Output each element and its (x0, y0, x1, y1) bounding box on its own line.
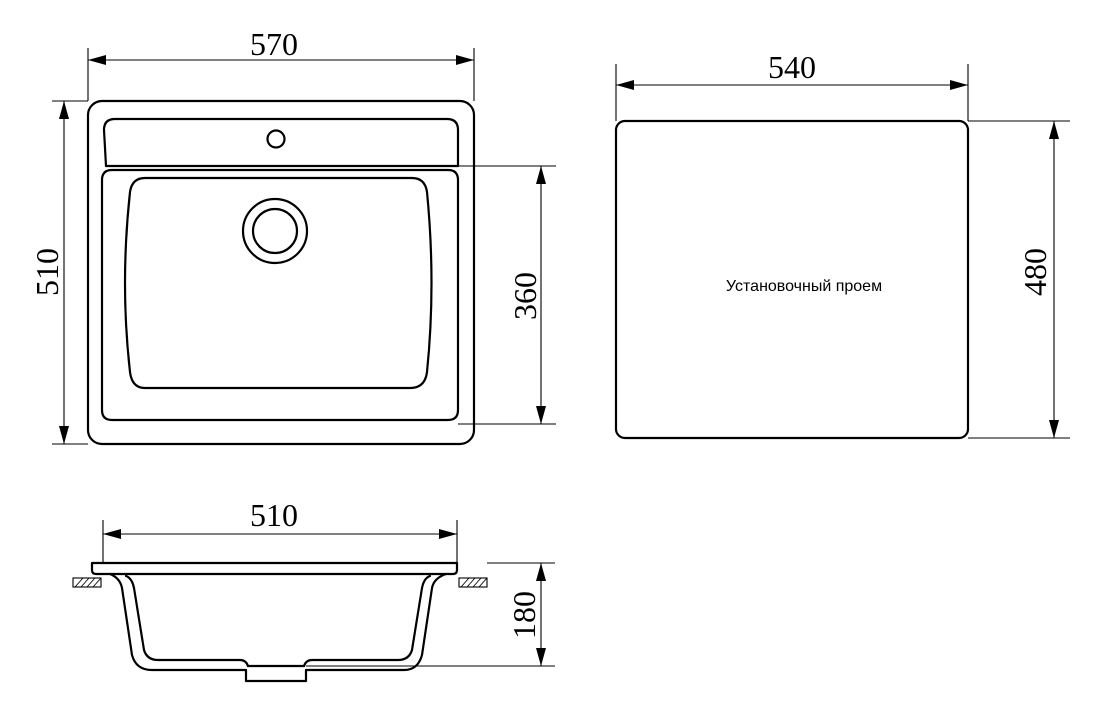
drain-outer (241, 197, 309, 265)
sink-top-view: 570 510 360 (29, 26, 556, 446)
dim-570-arrow-right (456, 55, 474, 65)
dim-180-arrow-bottom (536, 648, 546, 666)
dim-570-text: 570 (250, 26, 298, 62)
dim-180-text: 180 (506, 591, 542, 639)
sink-outer-rim (86, 99, 476, 446)
dim-360-arrow-bottom (536, 406, 546, 424)
countertop-right (458, 577, 488, 588)
section-outer-wall (108, 572, 448, 683)
dim-180-arrow-top (536, 563, 546, 581)
countertop-left (72, 577, 102, 588)
dim-510v-arrow-bottom (59, 426, 69, 444)
sink-deck-outline (102, 117, 460, 168)
dim-510v-arrow-top (59, 101, 69, 119)
dim-360-arrow-top (536, 166, 546, 184)
section-view: 510 180 (72, 497, 555, 683)
dim-510v-text: 510 (29, 248, 65, 296)
dim-540-arrow-left (616, 80, 634, 90)
dim-510h-arrow-left (103, 529, 121, 539)
cutout-view: Установочный проем 540 480 (614, 49, 1070, 440)
dim-360-text: 360 (507, 272, 543, 320)
sink-inner-rim (100, 168, 460, 422)
dim-480-arrow-top (1049, 121, 1059, 139)
sink-bowl (123, 176, 433, 390)
drain-inner (251, 207, 299, 255)
dim-480-text: 480 (1017, 248, 1053, 296)
dim-480-arrow-bottom (1049, 420, 1059, 438)
cutout-label: Установочный проем (726, 278, 882, 295)
section-rim (90, 561, 459, 576)
dim-540-arrow-right (950, 80, 968, 90)
dim-510h-text: 510 (250, 497, 298, 533)
dim-570-arrow-left (88, 55, 106, 65)
section-inner-wall (124, 574, 432, 668)
dim-540-text: 540 (768, 49, 816, 85)
dim-510h-arrow-right (439, 529, 457, 539)
faucet-hole (266, 129, 286, 149)
cutout-rectangle (614, 119, 970, 440)
